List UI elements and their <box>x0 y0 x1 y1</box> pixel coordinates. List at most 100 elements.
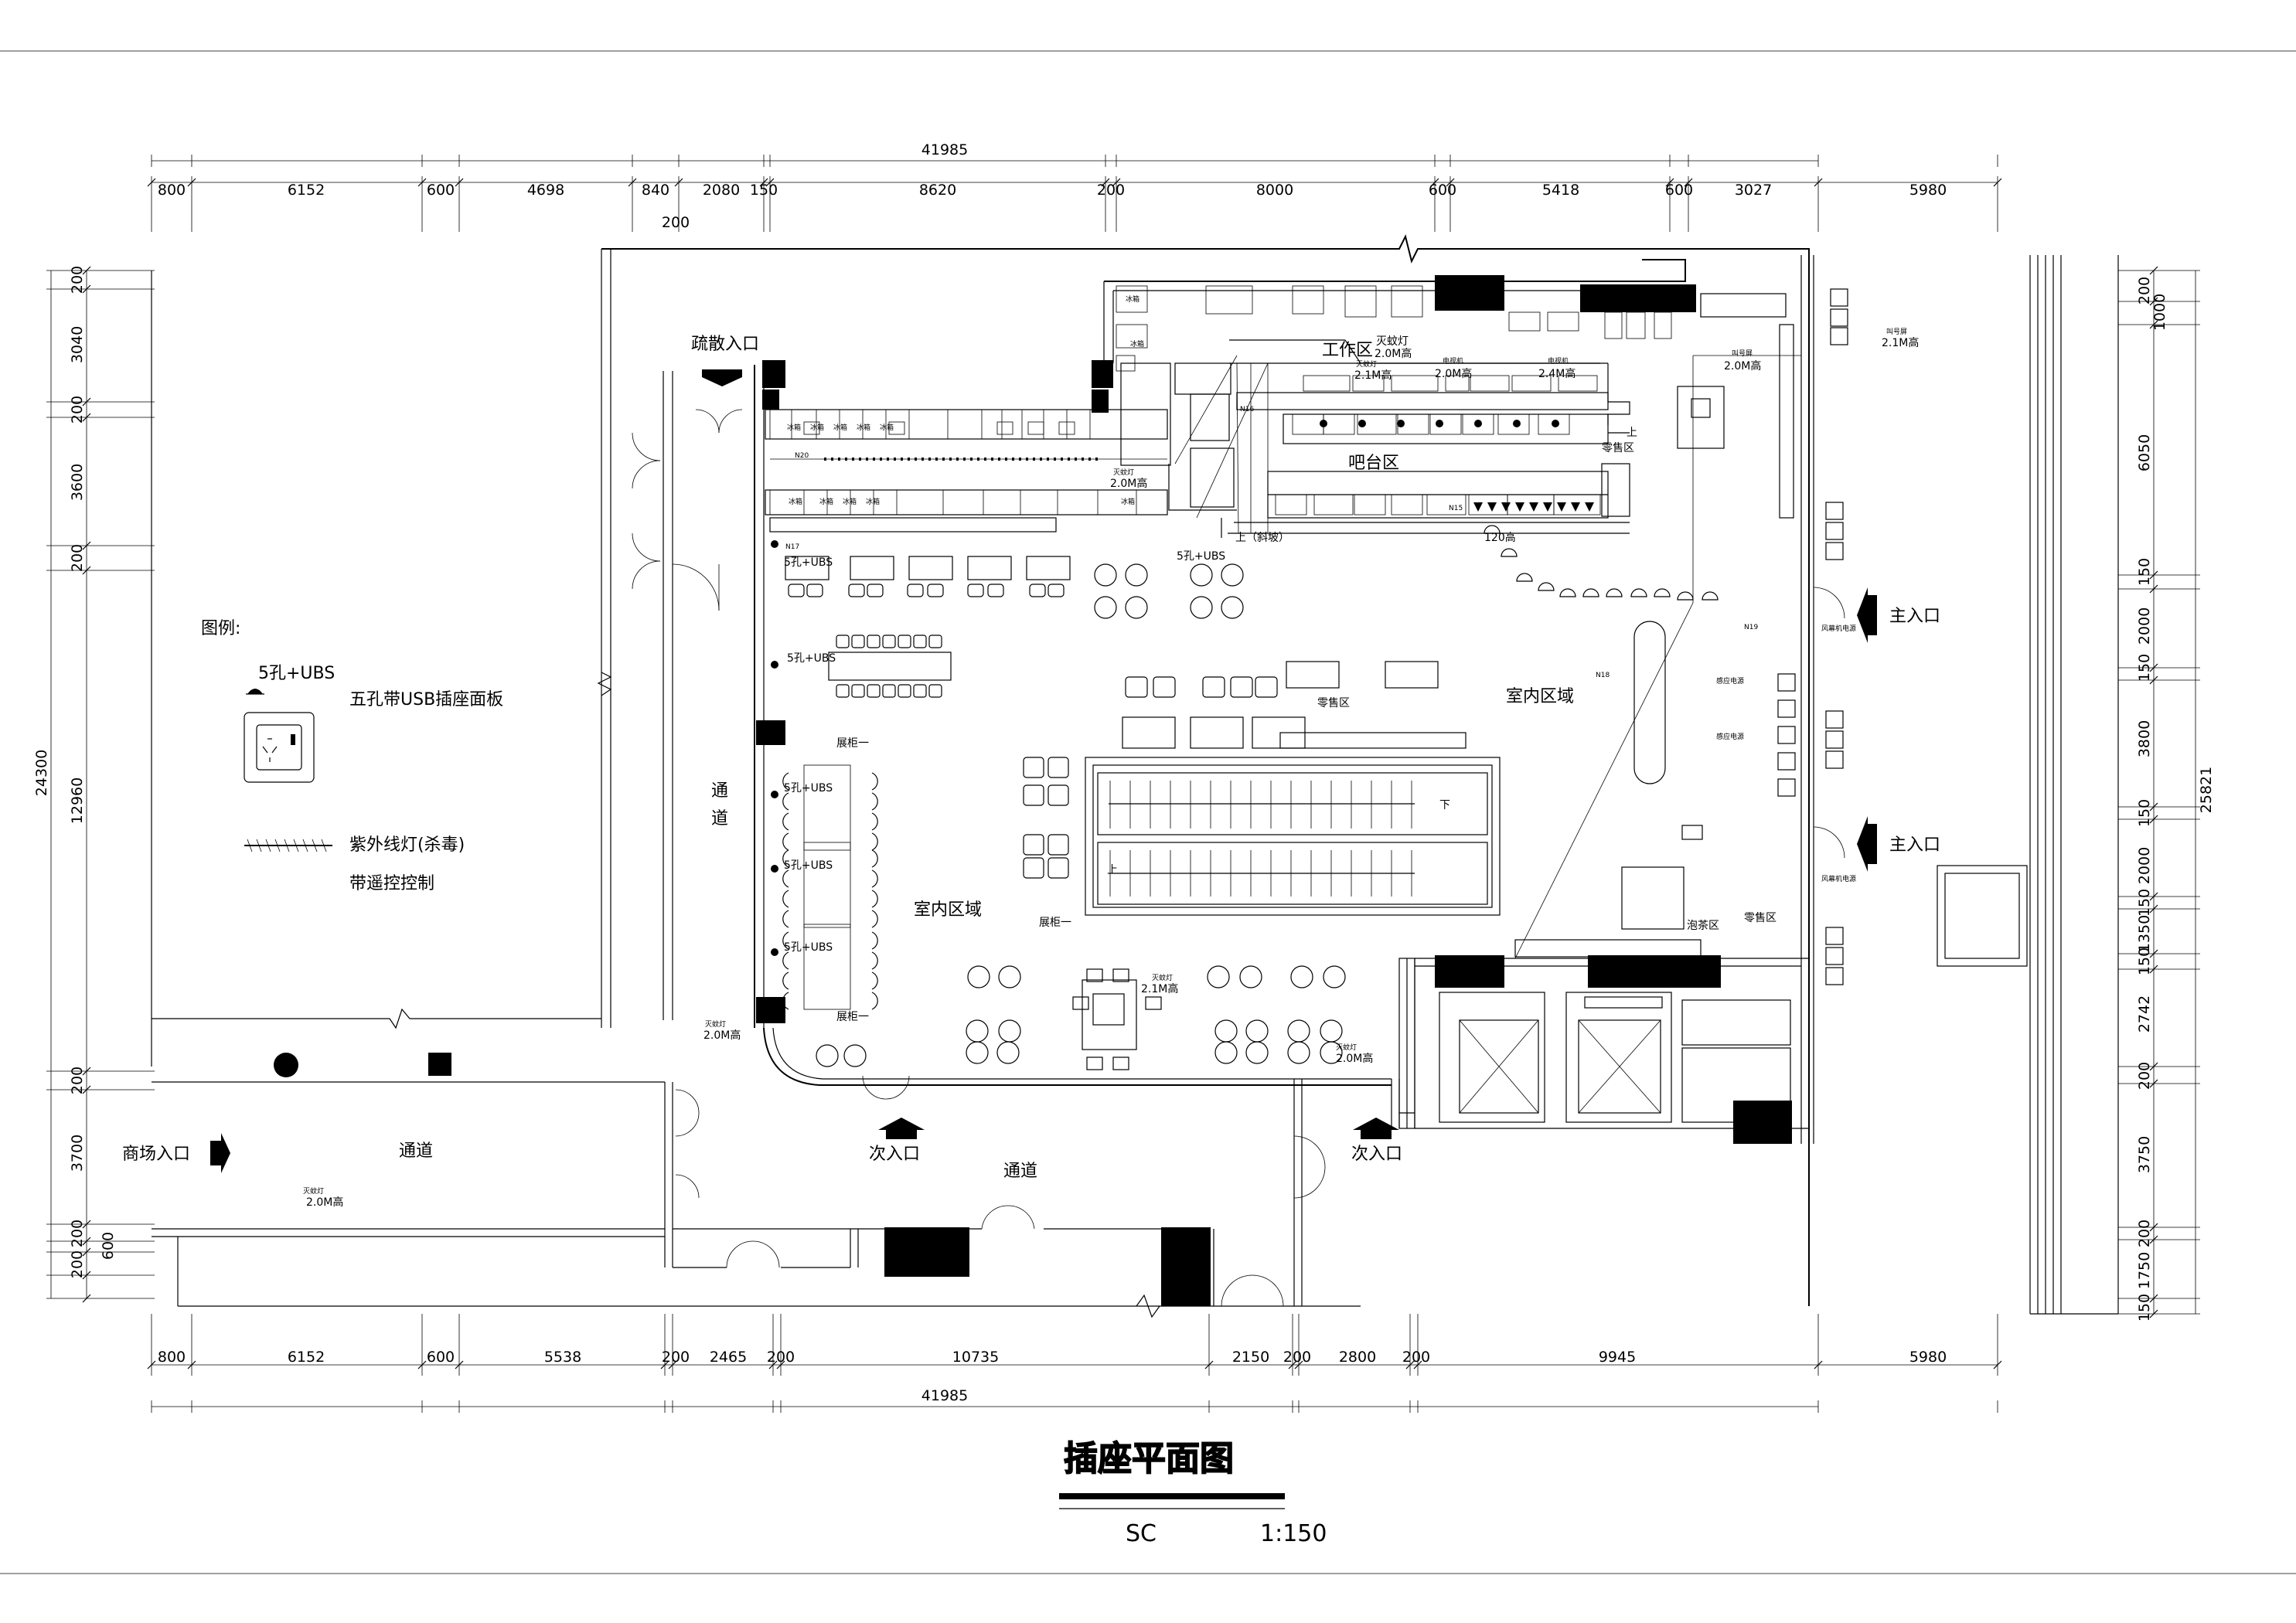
kitchen-unit <box>1292 413 1324 435</box>
mall-entrance-label: 商场入口 <box>122 1145 190 1164</box>
stool <box>836 635 850 648</box>
half-chair <box>782 832 789 851</box>
lamp-note: 2.1M高 <box>1882 336 1919 349</box>
tag-text: 冰箱 <box>843 497 857 506</box>
fixture <box>1543 502 1552 512</box>
kitchen-unit <box>1626 311 1646 339</box>
corridor-label: 通道 <box>399 1142 433 1161</box>
area-labels: 疏散入口 商场入口 主入口 主入口 次入口 次入口 通道 通道 通 道 工作区 … <box>122 335 1940 1181</box>
lamp-note: 2.1M高 <box>1141 982 1178 995</box>
stool <box>898 684 911 698</box>
half-chair <box>871 992 878 1010</box>
upper-kitchen <box>1116 285 1672 538</box>
socket-label: 5孔+UBS <box>784 556 833 569</box>
dim-label: 2800 <box>1339 1349 1376 1366</box>
bottom-total-dim: 41985 <box>921 1387 968 1404</box>
kitchen-unit <box>1391 285 1423 318</box>
fixture <box>1473 502 1483 512</box>
kitchen-unit <box>1470 375 1510 392</box>
dim-label: 3027 <box>1735 182 1772 199</box>
dim-label: 12960 <box>69 777 86 824</box>
fixture-dot <box>1474 420 1482 427</box>
stool <box>882 635 896 648</box>
tag-text: 冰箱 <box>833 423 847 432</box>
sofa <box>1122 716 1176 749</box>
tag-text: 冰箱 <box>857 423 870 432</box>
up-label: 上 <box>1627 427 1637 439</box>
round-chair <box>1207 965 1230 988</box>
dim-label: 2742 <box>2136 995 2153 1033</box>
stool <box>928 635 942 648</box>
doors <box>632 409 1845 1307</box>
dim-label: 200 <box>69 396 86 424</box>
tag-text: 冰箱 <box>880 423 894 432</box>
retail-stand <box>1501 548 1518 557</box>
dim-label: 600 <box>1665 182 1693 199</box>
armchair <box>1023 857 1044 879</box>
fixture-dot <box>1320 420 1327 427</box>
dim-label: 3700 <box>69 1135 86 1172</box>
appliance <box>888 421 905 435</box>
tag-text: 风幕机电源 <box>1821 874 1856 883</box>
lamp-note: 2.0M高 <box>1435 367 1472 380</box>
dim-label: 800 <box>158 182 186 199</box>
round-chair <box>816 1044 839 1067</box>
round-chair <box>1125 563 1148 587</box>
dim-label: 3800 <box>2136 720 2153 757</box>
dim-label: 2000 <box>2136 847 2153 884</box>
kitchen-unit <box>1116 355 1136 372</box>
lamp-note: 灭蚊灯 <box>303 1186 324 1196</box>
half-chair <box>782 951 789 970</box>
top-dimension-chain: 41985 800 6152 600 4698 840 2080 150 862… <box>147 141 2002 232</box>
display-cabinet-label: 展柜一 <box>836 1011 869 1023</box>
corridor-label: 道 <box>711 809 728 829</box>
corridor-label: 通 <box>711 781 728 801</box>
half-chair <box>871 792 878 811</box>
kitchen-unit <box>1354 494 1386 515</box>
arrow-left-icon <box>1857 816 1877 872</box>
dim-label: 1350 <box>2136 915 2153 952</box>
kitchen-unit <box>1116 285 1148 313</box>
dim-label: 2150 <box>1232 1349 1269 1366</box>
kitchen-unit <box>1313 494 1354 515</box>
round-chair <box>1320 1019 1343 1043</box>
dim-label: 150 <box>2136 799 2153 827</box>
indoor-area-label: 室内区域 <box>1506 687 1574 706</box>
retail-label: 零售区 <box>1744 912 1777 924</box>
socket-marker <box>771 791 778 798</box>
tag-text: 感应电源 <box>1716 676 1744 686</box>
half-chair <box>782 792 789 811</box>
socket-marker <box>771 948 778 956</box>
half-chair <box>871 910 878 928</box>
round-chair <box>1190 596 1213 619</box>
kitchen-unit <box>1508 311 1541 332</box>
arrow-right-icon <box>210 1133 230 1173</box>
legend-uv-desc: 紫外线灯(杀毒) <box>349 835 465 855</box>
half-chair <box>871 772 878 791</box>
appliance <box>1058 421 1075 435</box>
kitchen-unit <box>1511 375 1552 392</box>
sofa <box>1190 716 1244 749</box>
bar-stool <box>927 584 944 597</box>
tag-text: 冰箱 <box>866 497 880 506</box>
half-chair <box>871 931 878 950</box>
square-table-inner <box>1092 993 1125 1026</box>
tag-n20: N20 <box>795 452 809 460</box>
kitchen-unit <box>1352 375 1385 392</box>
dim-label: 150 <box>2136 1294 2153 1322</box>
chair <box>1086 1056 1103 1070</box>
lamp-note: 电视机 <box>1443 356 1463 366</box>
kitchen-unit <box>1429 413 1462 435</box>
retail-stand <box>1606 588 1623 597</box>
wall-table <box>803 764 851 851</box>
retail-stand <box>1654 588 1671 597</box>
retail-stand <box>1559 588 1576 597</box>
socket-marker <box>771 865 778 873</box>
round-chair <box>996 1041 1020 1064</box>
legend-socket-desc: 五孔带USB插座面板 <box>349 690 503 709</box>
bar-area-label: 吧台区 <box>1348 454 1399 473</box>
lamp-note: 2.0M高 <box>1724 359 1761 373</box>
socket-label: 5孔+UBS <box>784 782 833 794</box>
stool <box>882 684 896 698</box>
kitchen-equipment-blocks <box>274 275 1792 1306</box>
